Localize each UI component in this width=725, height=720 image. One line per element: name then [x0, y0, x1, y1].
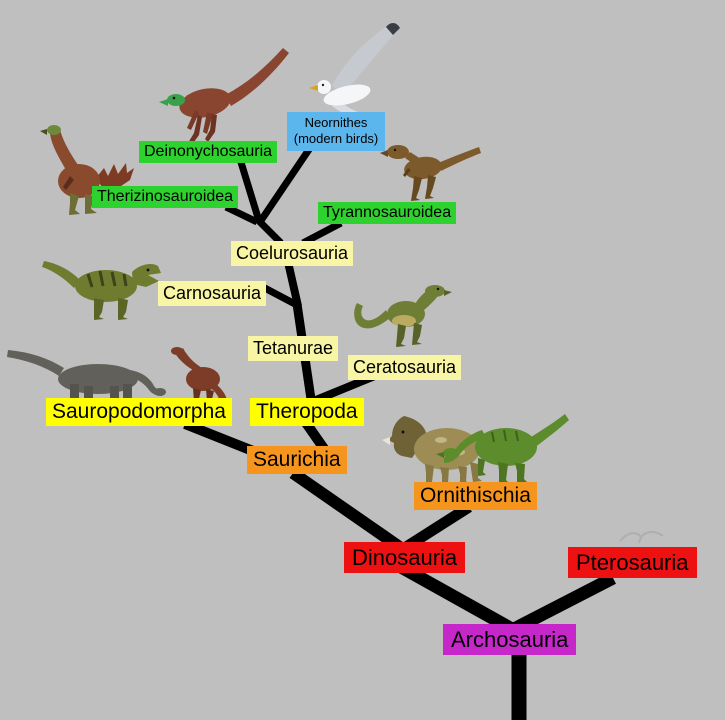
branch-sauropodomorpha	[183, 419, 260, 458]
tyrannosauroid-image	[380, 145, 481, 201]
ceratopsian-image	[382, 416, 491, 487]
deinonychosaur-image	[159, 48, 289, 146]
therizinosaur-image	[40, 125, 134, 215]
carnosaur-image	[42, 261, 161, 320]
label-tyrannosauroidea: Tyrannosauroidea	[318, 202, 457, 225]
label-neornithes-line1: Neornithes	[304, 115, 368, 130]
branch-therizinosauroidea	[224, 203, 259, 226]
pterosaur-sketch-image	[619, 531, 664, 544]
branch-maniraptor-junction-stem	[254, 216, 284, 246]
branch-deinonychosauria	[236, 157, 263, 223]
label-deinonychosauria: Deinonychosauria	[139, 141, 278, 164]
label-archosauria: Archosauria	[443, 624, 577, 656]
label-ornithischia: Ornithischia	[414, 482, 537, 511]
label-neornithes-line2: (modern birds)	[293, 131, 379, 147]
label-tetanurae: Tetanurae	[248, 336, 339, 361]
branch-neornithes	[257, 143, 315, 224]
hadrosaur-image	[436, 414, 569, 485]
branch-saurichia-to-dinosauria	[289, 468, 405, 553]
seagull-image	[309, 22, 400, 124]
label-saurichia: Saurichia	[247, 446, 347, 475]
label-coelurosauria: Coelurosauria	[231, 241, 354, 266]
label-therizinosauroidea: Therizinosauroidea	[92, 186, 239, 209]
label-neornithes: Neornithes (modern birds)	[287, 112, 385, 151]
sauropod-image	[7, 350, 166, 402]
label-pterosauria: Pterosauria	[568, 547, 697, 579]
branch-tyrannosauroidea	[301, 219, 343, 247]
label-sauropodomorpha: Sauropodomorpha	[46, 398, 232, 427]
branch-coelurosauria-stem	[284, 261, 302, 307]
branch-pterosauria	[509, 572, 616, 636]
label-dinosauria: Dinosauria	[344, 542, 466, 574]
prosauropod-image	[171, 347, 227, 402]
label-theropoda: Theropoda	[250, 398, 364, 427]
label-ceratosauria: Ceratosauria	[348, 355, 462, 380]
ceratosaur-image	[354, 285, 452, 347]
branch-dinosauria-to-archosauria	[397, 561, 516, 635]
label-carnosauria: Carnosauria	[158, 281, 267, 306]
